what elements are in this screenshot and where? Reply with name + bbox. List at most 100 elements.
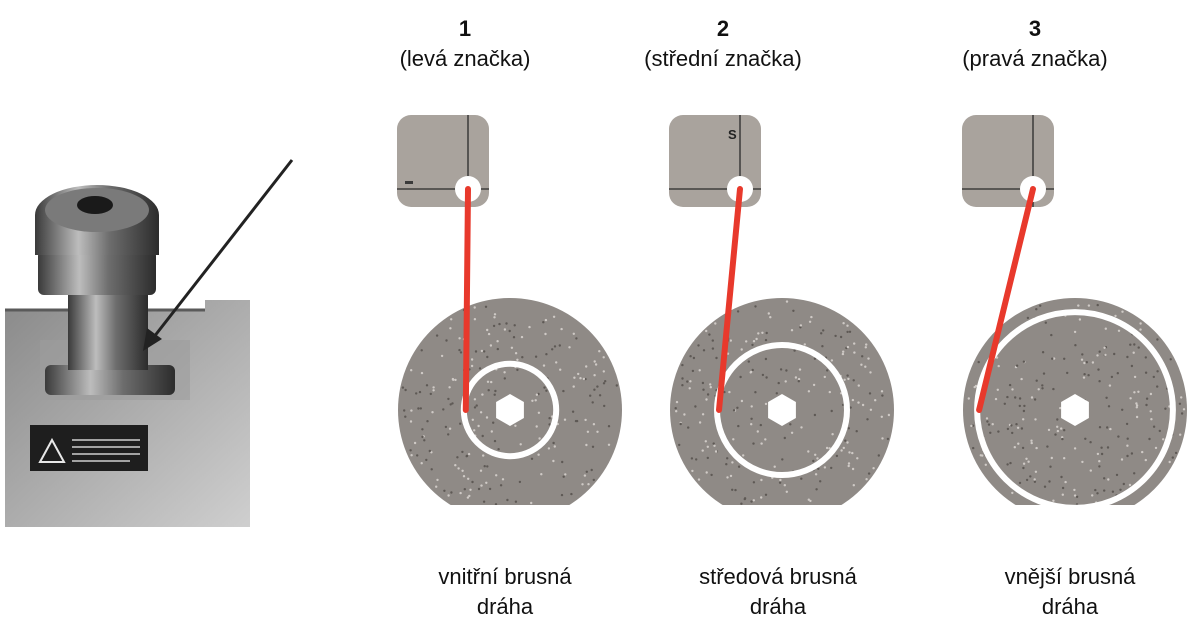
wheel-speckle [1098,460,1100,462]
wheel-speckle [425,459,427,461]
wheel-speckle [488,389,490,391]
wheel-speckle [831,410,833,412]
wheel-speckle [421,349,423,351]
wheel-speckle [1054,433,1056,435]
wheel-speckle [1099,351,1101,353]
wheel-speckle [1035,471,1037,473]
wheel-speckle [766,332,768,334]
wheel-speckle [410,369,412,371]
wheel-speckle [1034,418,1036,420]
wheel-speckle [492,422,494,424]
wheel-speckle [1081,353,1083,355]
wheel-speckle [426,420,428,422]
wheel-speckle [676,401,678,403]
wheel-speckle [689,387,691,389]
wheel-speckle [1156,385,1158,387]
wheel-speckle [445,339,447,341]
wheel-speckle [1114,315,1116,317]
wheel-speckle [691,470,693,472]
wheel-speckle [846,331,848,333]
wheel-speckle [464,488,466,490]
wheel-speckle [1035,447,1037,449]
wheel-speckle [1027,317,1029,319]
wheel-speckle [1109,384,1111,386]
wheel-speckle [1041,384,1043,386]
wheel-speckle [471,365,473,367]
wheel-speckle [1117,372,1119,374]
wheel-speckle [1089,441,1091,443]
wheel-speckle [587,431,589,433]
wheel-speckle [505,322,507,324]
wheel-speckle [860,364,862,366]
wheel-speckle [1112,491,1114,493]
wheel-speckle [430,393,432,395]
wheel-speckle [579,377,581,379]
wheel-speckle [447,398,449,400]
wheel-speckle [572,411,574,413]
wheel-speckle [733,409,735,411]
wheel-speckle [1062,494,1064,496]
wheel-speckle [760,424,762,426]
wheel-speckle [846,441,848,443]
wheel-speckle [432,389,434,391]
wheel-speckle [1150,393,1152,395]
wheel-speckle [840,449,842,451]
wheel-speckle [753,481,755,483]
wheel-speckle [1088,304,1090,306]
wheel-speckle [506,499,508,501]
wheel-speckle [1097,368,1099,370]
wheel-speckle [799,368,801,370]
wheel-speckle [856,457,858,459]
wheel-speckle [423,439,425,441]
wheel-speckle [998,365,1000,367]
wheel-speckle [826,369,828,371]
wheel-speckle [1009,462,1011,464]
wheel-speckle [829,391,831,393]
wheel-speckle [585,444,587,446]
wheel-speckle [481,350,483,352]
wheel-speckle [1049,466,1051,468]
wheel-speckle [420,407,422,409]
wheel-speckle [461,470,463,472]
wheel-speckle [1136,406,1138,408]
wheel-speckle [402,386,404,388]
wheel-speckle [467,496,469,498]
wheel-speckle [731,489,733,491]
wheel-speckle [474,318,476,320]
wheel-speckle [769,316,771,318]
wheel-speckle [552,442,554,444]
wheel-speckle [1016,365,1018,367]
wheel-speckle [514,425,516,427]
wheel-speckle [570,493,572,495]
wheel-speckle [997,389,999,391]
wheel-speckle [726,457,728,459]
wheel-speckle [543,364,545,366]
wheel-speckle [1126,356,1128,358]
column-2-caption: středová brusná dráha [658,562,898,622]
wheel-speckle [681,384,683,386]
wheel-speckle [489,488,491,490]
wheel-speckle [1048,480,1050,482]
wheel-speckle [765,403,767,405]
wheel-speckle [519,481,521,483]
wheel-speckle [1006,396,1008,398]
wheel-speckle [1111,376,1113,378]
wheel-speckle [1086,361,1088,363]
wheel-speckle [1023,463,1025,465]
wheel-speckle [816,457,818,459]
wheel-speckle [881,394,883,396]
wheel-speckle [474,306,476,308]
wheel-speckle [451,402,453,404]
wheel-speckle [810,316,812,318]
wheel-speckle [603,382,605,384]
wheel-speckle [866,418,868,420]
wheel-speckle [1083,376,1085,378]
wheel-speckle [1129,484,1131,486]
wheel-speckle [1156,370,1158,372]
wheel-speckle [686,380,688,382]
wheel-speckle [603,370,605,372]
wheel-speckle [1031,442,1033,444]
wheel-speckle [436,479,438,481]
wheel-speckle [1074,344,1076,346]
wheel-speckle [730,339,732,341]
